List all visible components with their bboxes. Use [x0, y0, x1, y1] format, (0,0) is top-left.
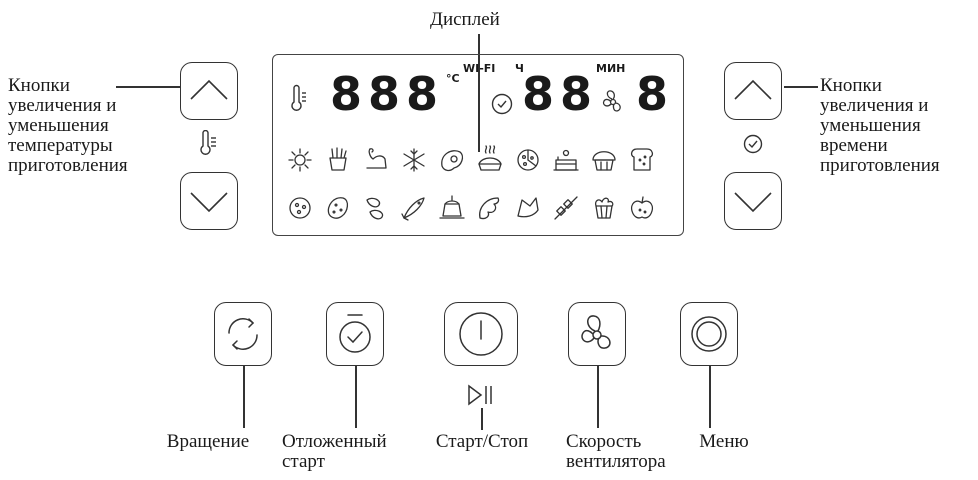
pizza-icon	[517, 149, 539, 171]
wifi-indicator: WI-FI	[463, 62, 496, 75]
wing-icon	[517, 197, 539, 218]
power-icon	[459, 312, 503, 356]
temp-callout-line-4: температуры	[8, 135, 113, 156]
sun-icon	[288, 148, 312, 172]
pudding-icon	[439, 195, 465, 219]
chevron-up-icon	[190, 79, 228, 100]
popcorn-icon	[594, 197, 614, 219]
fan-icon	[581, 315, 611, 349]
fan-speed-label-line-2: вентилятора	[566, 451, 666, 472]
clock-icon	[742, 133, 764, 160]
temp-callout-line-1: Кнопки	[8, 75, 70, 96]
time-callout-line-5: приготовления	[820, 155, 940, 176]
temp-up-button[interactable]	[180, 62, 238, 120]
display-callout-line	[478, 34, 480, 152]
start-stop-button[interactable]	[444, 302, 518, 366]
temperature-display: 888	[330, 67, 445, 121]
delayed-start-leader	[355, 366, 357, 428]
rotation-button[interactable]	[214, 302, 272, 366]
pie-icon	[478, 145, 502, 171]
chevron-up-icon	[734, 79, 772, 100]
fries-icon	[329, 147, 347, 171]
display-clock-icon	[490, 92, 514, 121]
menu-button[interactable]	[680, 302, 738, 366]
apple-icon	[630, 196, 654, 219]
time-down-button[interactable]	[724, 172, 782, 230]
cake-icon	[553, 149, 579, 171]
delayed-start-button[interactable]	[326, 302, 384, 366]
hours-indicator: Ч	[515, 62, 524, 75]
skewer-icon	[554, 196, 578, 220]
time-callout-line-1: Кнопки	[820, 75, 882, 96]
display-thermometer-icon	[290, 84, 310, 117]
rotation-label: Вращение	[166, 431, 250, 452]
potato-icon	[327, 197, 349, 219]
cookie-icon	[289, 197, 311, 219]
play-pause-icon	[466, 384, 496, 411]
toast-icon	[630, 148, 654, 171]
fan-speed-label: Скорость вентилятора	[566, 432, 696, 472]
muffin-icon	[592, 151, 616, 171]
temp-callout-line-3: уменьшения	[8, 115, 109, 136]
menu-icon	[691, 316, 727, 352]
fan-speed-display: 8	[636, 67, 669, 121]
display-callout-label: Дисплей	[430, 9, 500, 30]
delayed-start-label-line-1: Отложенный	[282, 431, 387, 452]
time-callout-line	[784, 86, 818, 88]
display-panel	[272, 54, 684, 236]
program-icons	[288, 145, 654, 221]
steak-icon	[441, 150, 464, 172]
thermometer-icon	[198, 129, 220, 161]
time-up-button[interactable]	[724, 62, 782, 120]
temp-callout-line	[116, 86, 180, 88]
chicken-icon	[366, 148, 387, 169]
time-buttons-callout: Кнопки увеличения и уменьшения времени п…	[820, 76, 940, 176]
fan-speed-label-line-1: Скорость	[566, 431, 642, 452]
minutes-indicator: МИН	[596, 62, 626, 75]
rotation-icon	[228, 318, 258, 350]
temp-buttons-callout: Кнопки увеличения и уменьшения температу…	[8, 76, 128, 176]
chevron-down-icon	[734, 192, 772, 213]
croissant-icon	[479, 197, 500, 220]
temp-callout-line-2: увеличения и	[8, 95, 117, 116]
temp-down-button[interactable]	[180, 172, 238, 230]
sausage-icon	[366, 197, 384, 220]
start-stop-leader	[481, 408, 483, 430]
rotation-leader	[243, 366, 245, 428]
defrost-icon	[403, 148, 425, 172]
fish-icon	[401, 197, 425, 221]
time-callout-line-2: увеличения и	[820, 95, 929, 116]
delayed-start-label: Отложенный старт	[282, 432, 422, 472]
fan-speed-leader	[597, 366, 599, 428]
chevron-down-icon	[190, 192, 228, 213]
fan-speed-button[interactable]	[568, 302, 626, 366]
timer-icon	[339, 314, 371, 353]
menu-leader	[709, 366, 711, 428]
time-display: 88	[522, 67, 599, 121]
time-callout-line-3: уменьшения	[820, 115, 921, 136]
menu-label: Меню	[699, 431, 749, 452]
celsius-unit: °C	[446, 72, 460, 85]
time-callout-line-4: времени	[820, 135, 888, 156]
display-fan-icon	[600, 88, 626, 121]
temp-callout-line-5: приготовления	[8, 155, 128, 176]
delayed-start-label-line-2: старт	[282, 451, 325, 472]
start-stop-label: Старт/Стоп	[435, 431, 529, 452]
